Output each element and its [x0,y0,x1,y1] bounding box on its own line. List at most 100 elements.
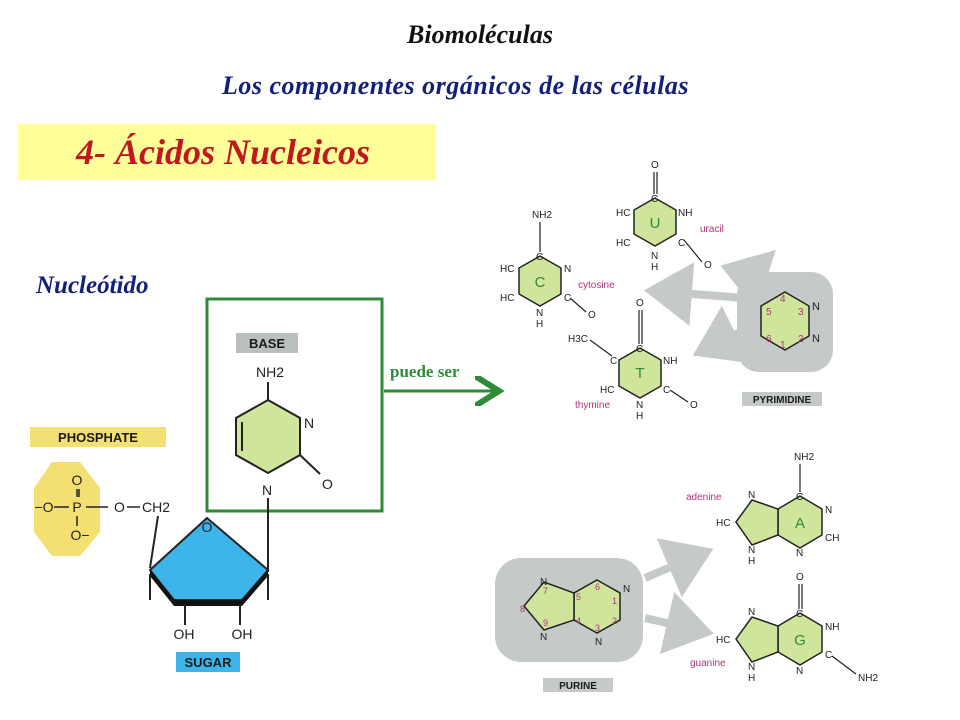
svg-text:C: C [796,609,803,620]
svg-text:C: C [796,492,803,503]
phosphate-label: PHOSPHATE [58,430,138,445]
svg-text:N: N [748,490,755,501]
cytosine-structure: C NH2 C N C N H HC HC O cytosine [500,210,615,330]
phosphate-label-bg [30,427,166,447]
svg-text:N: N [595,637,602,648]
ch2-bond [149,515,159,569]
sugar-ring-o: O [202,519,213,535]
svg-text:HC: HC [500,264,514,275]
svg-text:N: N [540,632,547,643]
pyr-num-3: 3 [798,307,804,318]
base-highlight-box [205,297,384,513]
slide-title: Biomoléculas [407,20,553,49]
svg-text:H: H [651,262,658,273]
phosphate-o-top: O [72,472,83,488]
svg-text:H: H [748,673,755,684]
thymine-name: thymine [575,400,610,411]
svg-text:NH: NH [825,622,839,633]
purine-label: PURINE [559,681,597,692]
svg-text:C: C [564,293,571,304]
svg-text:NH2: NH2 [532,210,552,221]
svg-text:8: 8 [520,604,525,614]
cytosine-letter: C [535,274,546,291]
svg-text:C: C [536,252,543,263]
arrow-to-cytosine [644,262,746,326]
puede-ser-label: puede ser [390,362,460,381]
svg-text:NH: NH [678,208,692,219]
arrow-to-adenine [643,538,714,598]
adenine-structure: A NH2 C N CH N N HC N H adenine [686,452,839,567]
svg-text:NH2: NH2 [858,673,878,684]
sugar-oh-right: OH [232,626,253,642]
svg-text:C: C [651,194,658,205]
cytosine-name: cytosine [578,280,615,291]
svg-text:NH2: NH2 [794,452,814,463]
pyr-n1: N [812,333,820,345]
svg-text:CH: CH [825,533,839,544]
svg-text:C: C [636,344,643,355]
base-n1: N [262,482,272,498]
phosphate-o-left: −O [34,499,53,515]
sugar-label: SUGAR [185,655,233,670]
svg-text:C: C [825,650,832,661]
svg-text:N: N [636,400,643,411]
svg-text:C: C [610,356,617,367]
svg-text:N: N [796,548,803,559]
phosphate-bridge-o: O [114,499,125,515]
phosphate-p: P [72,499,81,515]
svg-text:N: N [825,505,832,516]
svg-text:H: H [536,319,543,330]
svg-text:6: 6 [595,582,600,592]
svg-text:O: O [588,310,596,321]
svg-text:C: C [663,385,670,396]
base-nh2: NH2 [256,364,284,380]
svg-text:N: N [651,251,658,262]
svg-text:4: 4 [576,616,581,626]
svg-text:N: N [748,607,755,618]
svg-text:HC: HC [716,518,730,529]
phosphate-group [34,462,100,556]
svg-text:N: N [540,577,547,588]
thymine-structure: T O C NH C N H C HC H3C O thymine [568,298,698,422]
thymine-letter: T [635,365,644,382]
section-banner [18,124,436,180]
uracil-structure: U O C NH C N H HC HC O uracil [616,160,724,273]
slide-subtitle: Los componentes orgánicos de las células [222,71,690,100]
svg-text:C: C [678,238,685,249]
svg-text:O: O [636,298,644,309]
svg-text:1: 1 [612,596,617,606]
pyr-num-5: 5 [766,307,772,318]
pyr-n3: N [812,301,820,313]
pyr-num-1: 1 [780,340,786,351]
svg-text:H3C: H3C [568,334,588,345]
pyrimidine-label-bg [742,392,822,406]
svg-text:HC: HC [600,385,614,396]
svg-text:H: H [636,411,643,422]
base-carbonyl-o: O [322,476,333,492]
svg-text:O: O [690,400,698,411]
base-carbonyl-bond [299,454,321,475]
svg-text:5: 5 [576,592,581,602]
guanine-structure: G O C NH C N N HC N H NH2 guanine [690,572,878,684]
uracil-name: uracil [700,224,724,235]
nucleotide-structure: BASE NH2 N N O PHOSPHATE O P O− −O O CH2… [30,297,384,672]
guanine-name: guanine [690,658,726,669]
svg-text:N: N [796,666,803,677]
svg-text:N: N [536,308,543,319]
svg-text:H: H [748,556,755,567]
svg-text:N: N [748,545,755,556]
pyr-num-4: 4 [780,294,786,305]
svg-text:N: N [623,584,630,595]
arrow-to-guanine [644,591,714,655]
svg-text:HC: HC [716,635,730,646]
pyrimidine-label: PYRIMIDINE [753,395,812,406]
sugar-ch2: CH2 [142,499,170,515]
guanine-letter: G [794,632,806,649]
svg-text:N: N [564,264,571,275]
pyrimidine-group: 4 3 2 1 6 5 N N PYRIMIDINE U O C NH C N … [500,160,833,422]
svg-text:2: 2 [612,616,617,626]
sugar-label-bg [176,652,240,672]
base-n3: N [304,415,314,431]
phosphate-o-bottom: O− [70,527,89,543]
